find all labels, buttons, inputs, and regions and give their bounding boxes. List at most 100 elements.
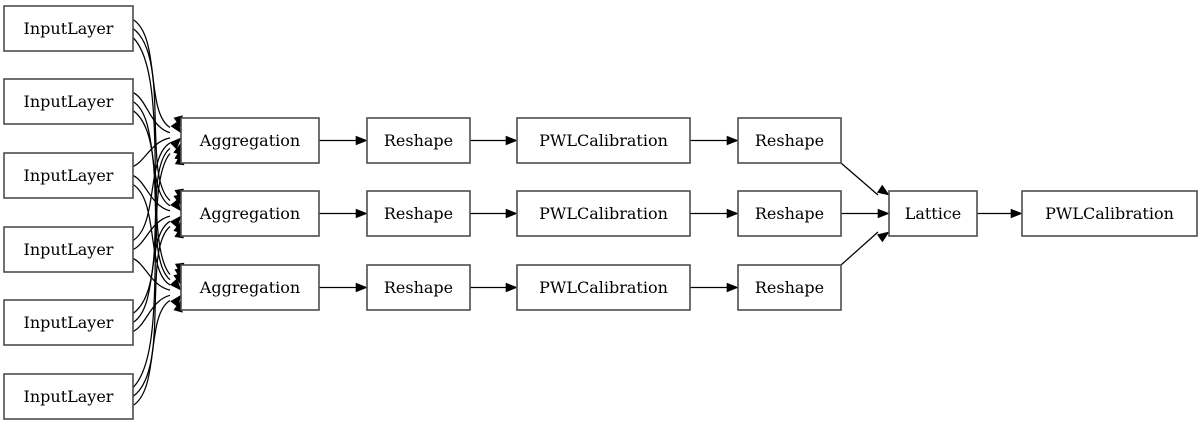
edge-input-4-to-aggregation-0-line: [132, 147, 171, 315]
edge-reshape-a-0-to-pwl-0: [470, 135, 518, 146]
input-layer-node-label: InputLayer: [24, 166, 114, 185]
input-layer-node-label: InputLayer: [24, 92, 114, 111]
edge-pwl-2-to-reshape-b-2: [690, 282, 739, 293]
output-pwl-calibration-node[interactable]: PWLCalibration: [1021, 190, 1198, 237]
edge-input-0-to-aggregation-1-line: [132, 27, 171, 201]
input-layer-node[interactable]: InputLayer: [3, 299, 134, 346]
aggregation-node-box[interactable]: [180, 117, 320, 164]
edge-pwl-0-to-reshape-b-0: [690, 135, 739, 146]
aggregation-node-box[interactable]: [180, 190, 320, 237]
edge-input-2-to-aggregation-1: [132, 174, 182, 212]
reshape-node-label: Reshape: [755, 204, 824, 223]
edge-reshape-b-2-to-lattice: [840, 231, 890, 266]
edge-input-3-to-aggregation-2: [132, 257, 182, 291]
edge-input-4-to-aggregation-2-arrowhead: [170, 294, 182, 308]
reshape-node-box[interactable]: [366, 264, 471, 311]
edge-reshape-b-0-to-lattice: [840, 162, 890, 196]
input-layer-node[interactable]: InputLayer: [3, 78, 134, 125]
edge-reshape-a-1-to-pwl-1: [470, 208, 518, 219]
lattice-node[interactable]: Lattice: [888, 190, 978, 237]
edge-reshape-b-2-to-lattice-arrowhead: [877, 231, 890, 243]
reshape-node[interactable]: Reshape: [737, 264, 842, 311]
aggregation-node[interactable]: Aggregation: [180, 264, 320, 311]
input-layer-node-box[interactable]: [3, 78, 134, 125]
edge-input-1-to-aggregation-0: [132, 91, 182, 134]
reshape-node[interactable]: Reshape: [737, 117, 842, 164]
edge-reshape-b-2-to-lattice-line: [840, 231, 879, 266]
input-layer-node[interactable]: InputLayer: [3, 373, 134, 420]
lattice-node-box[interactable]: [888, 190, 978, 237]
edge-input-3-to-aggregation-1-line: [132, 215, 171, 251]
edge-reshape-a-0-to-pwl-0-arrowhead: [505, 135, 518, 146]
reshape-node-box[interactable]: [737, 117, 842, 164]
reshape-node-label: Reshape: [755, 278, 824, 297]
input-layer-node[interactable]: InputLayer: [3, 152, 134, 199]
input-layer-node-label: InputLayer: [24, 387, 114, 406]
input-layer-node-box[interactable]: [3, 299, 134, 346]
reshape-node-box[interactable]: [737, 190, 842, 237]
edge-input-3-to-aggregation-2-line: [132, 257, 171, 291]
edge-input-1-to-aggregation-0-line: [132, 91, 171, 134]
edge-pwl-0-to-reshape-b-0-arrowhead: [726, 135, 739, 146]
nodes-layer: InputLayerInputLayerInputLayerInputLayer…: [3, 5, 1198, 420]
input-layer-node-label: InputLayer: [24, 19, 114, 38]
input-layer-node-box[interactable]: [3, 5, 134, 52]
pwl-calibration-node-box[interactable]: [516, 264, 691, 311]
reshape-node-box[interactable]: [737, 264, 842, 311]
reshape-node-box[interactable]: [366, 190, 471, 237]
reshape-node-label: Reshape: [384, 278, 453, 297]
edge-reshape-a-1-to-pwl-1-arrowhead: [505, 208, 518, 219]
reshape-node-box[interactable]: [366, 117, 471, 164]
reshape-node-label: Reshape: [384, 204, 453, 223]
edge-aggregation-1-to-reshape-a-1-arrowhead: [355, 208, 368, 219]
pwl-calibration-node-box[interactable]: [516, 117, 691, 164]
edge-pwl-2-to-reshape-b-2-arrowhead: [726, 282, 739, 293]
edge-input-2-to-aggregation-0-arrowhead: [169, 137, 182, 150]
input-layer-node[interactable]: InputLayer: [3, 5, 134, 52]
reshape-node[interactable]: Reshape: [737, 190, 842, 237]
edge-lattice-to-output-pwl-calibration-arrowhead: [1010, 208, 1023, 219]
input-layer-node-box[interactable]: [3, 152, 134, 199]
edge-reshape-b-1-to-lattice-arrowhead: [877, 208, 890, 219]
input-layer-node-label: InputLayer: [24, 240, 114, 259]
edge-lattice-to-output-pwl-calibration: [977, 208, 1023, 219]
edge-input-0-to-aggregation-0-line: [132, 18, 171, 129]
pwl-calibration-node[interactable]: PWLCalibration: [516, 117, 691, 164]
edge-input-2-to-aggregation-1-line: [132, 174, 171, 212]
edge-input-5-to-aggregation-0-line: [132, 153, 171, 388]
reshape-node[interactable]: Reshape: [366, 117, 471, 164]
output-pwl-calibration-node-box[interactable]: [1021, 190, 1198, 237]
reshape-node[interactable]: Reshape: [366, 190, 471, 237]
edge-aggregation-0-to-reshape-a-0-arrowhead: [355, 135, 368, 146]
pwl-calibration-node-label: PWLCalibration: [539, 131, 668, 150]
reshape-node[interactable]: Reshape: [366, 264, 471, 311]
edge-input-5-to-aggregation-1: [132, 225, 184, 398]
edge-input-5-to-aggregation-2-line: [132, 299, 171, 407]
edge-reshape-a-2-to-pwl-2-arrowhead: [505, 282, 518, 293]
edge-input-1-to-aggregation-2-line: [132, 109, 171, 281]
input-layer-node[interactable]: InputLayer: [3, 226, 134, 273]
input-layer-node-box[interactable]: [3, 373, 134, 420]
edge-pwl-1-to-reshape-b-1-arrowhead: [726, 208, 739, 219]
aggregation-node[interactable]: Aggregation: [180, 117, 320, 164]
pwl-calibration-node-label: PWLCalibration: [539, 204, 668, 223]
aggregation-node-box[interactable]: [180, 264, 320, 311]
edge-input-4-to-aggregation-2: [132, 294, 182, 333]
pwl-calibration-node[interactable]: PWLCalibration: [516, 264, 691, 311]
aggregation-node[interactable]: Aggregation: [180, 190, 320, 237]
input-layer-node-box[interactable]: [3, 226, 134, 273]
edge-input-0-to-aggregation-2-line: [132, 37, 171, 275]
edge-input-2-to-aggregation-1-arrowhead: [170, 199, 182, 212]
lattice-node-label: Lattice: [905, 204, 962, 223]
input-layer-node-label: InputLayer: [24, 313, 114, 332]
edge-aggregation-2-to-reshape-a-2: [319, 282, 368, 293]
pwl-calibration-node[interactable]: PWLCalibration: [516, 190, 691, 237]
edge-aggregation-0-to-reshape-a-0: [319, 135, 368, 146]
output-pwl-calibration-node-label: PWLCalibration: [1045, 204, 1174, 223]
aggregation-node-label: Aggregation: [199, 204, 300, 223]
edge-aggregation-2-to-reshape-a-2-arrowhead: [355, 282, 368, 293]
edge-reshape-b-1-to-lattice: [841, 208, 890, 219]
pwl-calibration-node-box[interactable]: [516, 190, 691, 237]
